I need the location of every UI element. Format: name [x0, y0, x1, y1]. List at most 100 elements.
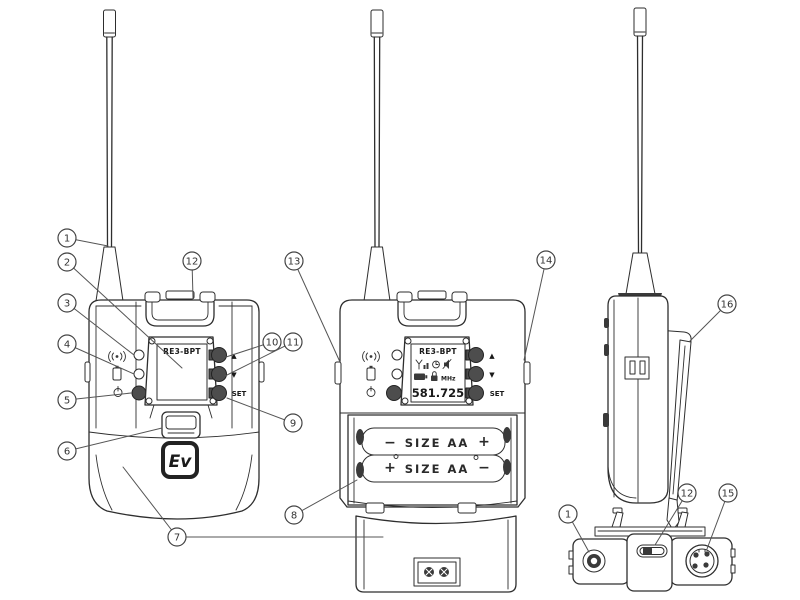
- antenna-front: [95, 9, 124, 302]
- svg-text:8: 8: [291, 511, 297, 522]
- svg-text:16: 16: [721, 300, 734, 311]
- connector-pin: [704, 551, 710, 557]
- down-button-front: [211, 366, 227, 382]
- display-open: RE3-BPT MHz 581.725: [400, 336, 474, 406]
- antenna-side: [618, 7, 662, 300]
- frequency-unit-label: MHz: [441, 376, 456, 383]
- callout-10: 10: [225, 332, 282, 358]
- connector-pin: [692, 563, 698, 569]
- battery-bottom-left-sign: +: [384, 460, 396, 476]
- side-nub-left-front: [84, 361, 91, 383]
- callout-14: 14: [523, 250, 556, 361]
- battery-bottom-right-sign: −: [478, 460, 490, 476]
- bottom-view: [568, 507, 736, 592]
- callout-11: 11: [224, 332, 303, 377]
- battery-contact: [503, 459, 511, 475]
- callout-7: 7: [122, 466, 384, 547]
- callout-16: 16: [689, 294, 737, 342]
- latch: [161, 411, 201, 439]
- clip-mount-slot-front: [144, 290, 216, 327]
- rf-indicator-icon: [108, 351, 126, 362]
- callout-5: 5: [57, 390, 132, 410]
- svg-text:7: 7: [174, 533, 180, 544]
- battery-contact: [356, 462, 364, 478]
- battery-led-open: [391, 368, 403, 380]
- svg-text:9: 9: [290, 419, 296, 430]
- callout-3: 3: [57, 293, 135, 356]
- clip-mount-slot-open: [396, 290, 468, 327]
- svg-text:6: 6: [64, 447, 70, 458]
- svg-text:11: 11: [287, 338, 300, 349]
- callout-6: 6: [57, 427, 163, 461]
- callout-1: 1: [57, 228, 109, 248]
- battery-indicator-icon: [112, 365, 122, 381]
- battery-contact: [503, 427, 511, 443]
- power-slider: [636, 544, 668, 558]
- callout-4: 4: [57, 334, 135, 375]
- rf-led: [133, 349, 145, 361]
- side-button-nub: [604, 344, 609, 356]
- power-button-open: [386, 385, 402, 401]
- battery-level-icon: [414, 373, 428, 380]
- svg-text:1: 1: [565, 510, 571, 521]
- set-button-open: [468, 385, 484, 401]
- down-button-open: [468, 366, 484, 382]
- svg-text:10: 10: [266, 338, 279, 349]
- side-button-nub: [604, 318, 609, 328]
- display-model-label-front: RE3-BPT: [163, 347, 201, 356]
- up-button-open: [468, 347, 484, 363]
- side-button-nub: [603, 413, 609, 427]
- lock-icon: [431, 371, 438, 381]
- side-latch-left: [334, 361, 342, 385]
- front-body: [88, 299, 260, 520]
- side-nub-right-front: [258, 361, 265, 383]
- down-label-open: ▼: [489, 371, 495, 379]
- connector-pin: [703, 562, 709, 568]
- brand-logo: Ev: [161, 441, 199, 479]
- callout-1-bottom: 1: [558, 504, 590, 553]
- svg-text:1: 1: [64, 234, 70, 245]
- brand-logo-text: Ev: [169, 452, 193, 472]
- battery-compartment: − SIZE AA + + SIZE AA −: [347, 414, 518, 508]
- door-screw: [424, 567, 434, 577]
- clip-attachment-plate: [624, 356, 650, 380]
- mute-icon: [442, 359, 452, 369]
- front-view: RE3-BPT ▲ ▼ SET Ev: [84, 9, 265, 520]
- callout-9: 9: [226, 397, 303, 433]
- set-label-front: SET: [232, 390, 247, 398]
- display-front: RE3-BPT: [144, 336, 218, 419]
- battery-bottom-size-label: SIZE AA: [405, 462, 470, 476]
- clip-pins: [594, 507, 706, 537]
- side-view: [603, 7, 692, 531]
- signal-icon: [415, 359, 429, 370]
- callout-12: 12: [182, 251, 202, 299]
- rf-led-open: [391, 349, 403, 361]
- rf-indicator-icon-open: [362, 351, 380, 362]
- connector-pin: [693, 552, 699, 558]
- callout-8: 8: [284, 479, 358, 525]
- svg-text:5: 5: [64, 396, 70, 407]
- side-latch-right: [523, 361, 531, 385]
- svg-text:2: 2: [64, 258, 70, 269]
- power-icon: [113, 386, 123, 397]
- bottom-body-middle: [626, 533, 673, 592]
- svg-text:3: 3: [64, 299, 70, 310]
- up-label-front: ▲: [231, 352, 237, 360]
- callout-2: 2: [57, 252, 183, 369]
- display-model-label-open: RE3-BPT: [419, 347, 457, 356]
- svg-text:14: 14: [540, 256, 553, 267]
- callout-15: 15: [706, 483, 738, 550]
- antenna-mount: [582, 549, 606, 573]
- battery-contact: [356, 429, 364, 445]
- svg-text:12: 12: [681, 489, 694, 500]
- frequency-value: 581.725: [412, 386, 464, 400]
- set-button-front: [211, 385, 227, 401]
- svg-text:4: 4: [64, 340, 70, 351]
- svg-text:13: 13: [288, 257, 301, 268]
- svg-text:12: 12: [186, 257, 199, 268]
- battery-top-right-sign: +: [478, 434, 490, 450]
- down-label-front: ▼: [231, 371, 237, 379]
- belt-clip: [649, 329, 692, 531]
- battery-top-size-label: SIZE AA: [405, 436, 470, 450]
